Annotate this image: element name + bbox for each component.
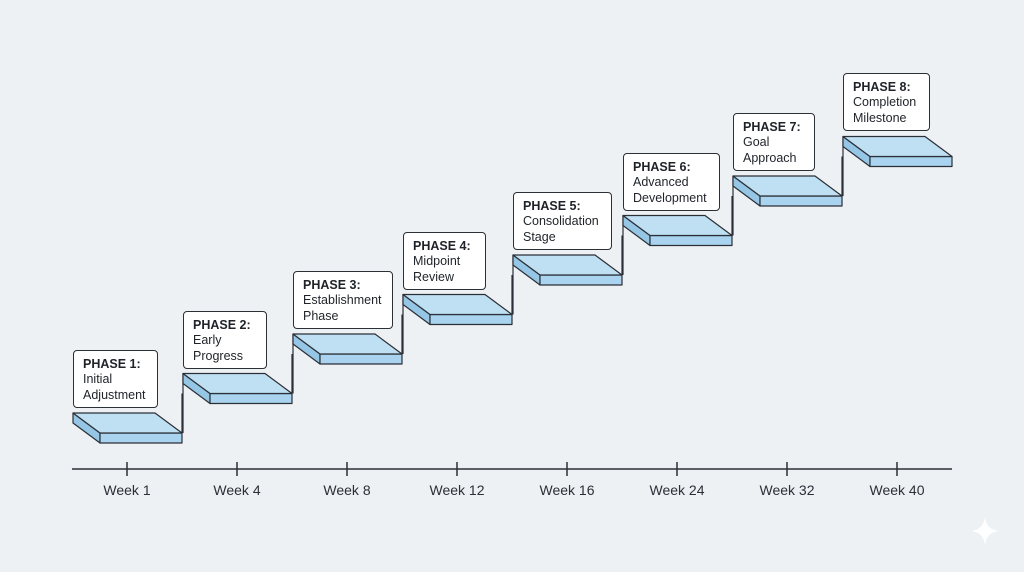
phase-card-4: PHASE 4: Midpoint Review xyxy=(403,232,486,290)
phase-title: PHASE 8: xyxy=(853,80,911,94)
step-front-1 xyxy=(99,432,183,444)
week-label-2: Week 4 xyxy=(213,482,261,498)
week-label-8: Week 40 xyxy=(869,482,925,498)
step-front-6 xyxy=(649,234,733,247)
phase-label-line-1: Initial xyxy=(83,372,113,386)
phase-label-line-2: Progress xyxy=(193,348,244,363)
week-label-6: Week 24 xyxy=(649,482,705,498)
phase-card-3: PHASE 3: Establishment Phase xyxy=(293,271,393,329)
phase-label-line-1: Consolidation xyxy=(523,214,599,228)
phase-card-1: PHASE 1: Initial Adjustment xyxy=(73,350,158,408)
phase-label-line-1: Advanced xyxy=(633,175,689,189)
phase-title: PHASE 6: xyxy=(633,160,691,174)
step-front-8 xyxy=(869,155,953,168)
phase-title: PHASE 7: xyxy=(743,120,801,134)
phase-label-line-2: Stage xyxy=(523,229,556,244)
phase-label-line-2: Milestone xyxy=(853,110,907,125)
phase-label-line-1: Early xyxy=(193,333,222,347)
phase-card-8: PHASE 8: Completion Milestone xyxy=(843,73,930,131)
phase-label-line-1: Goal xyxy=(743,135,770,149)
step-front-7 xyxy=(759,195,843,207)
phase-label-line-2: Review xyxy=(413,269,454,284)
step-top-8 xyxy=(842,135,953,158)
phase-label-line-1: Completion xyxy=(853,95,917,109)
phase-card-5: PHASE 5: Consolidation Stage xyxy=(513,192,612,250)
phase-card-2: PHASE 2: Early Progress xyxy=(183,311,267,369)
phase-card-6: PHASE 6: Advanced Development xyxy=(623,153,720,211)
step-front-4 xyxy=(429,313,513,326)
phase-title: PHASE 4: xyxy=(413,239,471,253)
phase-label-line-2: Phase xyxy=(303,308,339,323)
phase-label-line-2: Approach xyxy=(743,150,797,165)
step-front-3 xyxy=(319,353,403,365)
phase-label-line-1: Midpoint xyxy=(413,254,461,268)
week-label-3: Week 8 xyxy=(323,482,371,498)
step-front-5 xyxy=(539,274,623,286)
phase-title: PHASE 5: xyxy=(523,199,581,213)
phase-title: PHASE 3: xyxy=(303,278,361,292)
phase-label-line-2: Adjustment xyxy=(83,387,146,402)
phase-title: PHASE 1: xyxy=(83,357,141,371)
phase-label-line-1: Establishment xyxy=(303,293,382,307)
week-label-7: Week 32 xyxy=(759,482,815,498)
week-label-5: Week 16 xyxy=(539,482,595,498)
week-label-4: Week 12 xyxy=(429,482,485,498)
week-label-1: Week 1 xyxy=(103,482,151,498)
phase-label-line-2: Development xyxy=(633,190,707,205)
sparkle-icon xyxy=(971,517,999,545)
phase-card-7: PHASE 7: Goal Approach xyxy=(733,113,815,171)
phase-title: PHASE 2: xyxy=(193,318,251,332)
step-front-2 xyxy=(209,392,293,405)
